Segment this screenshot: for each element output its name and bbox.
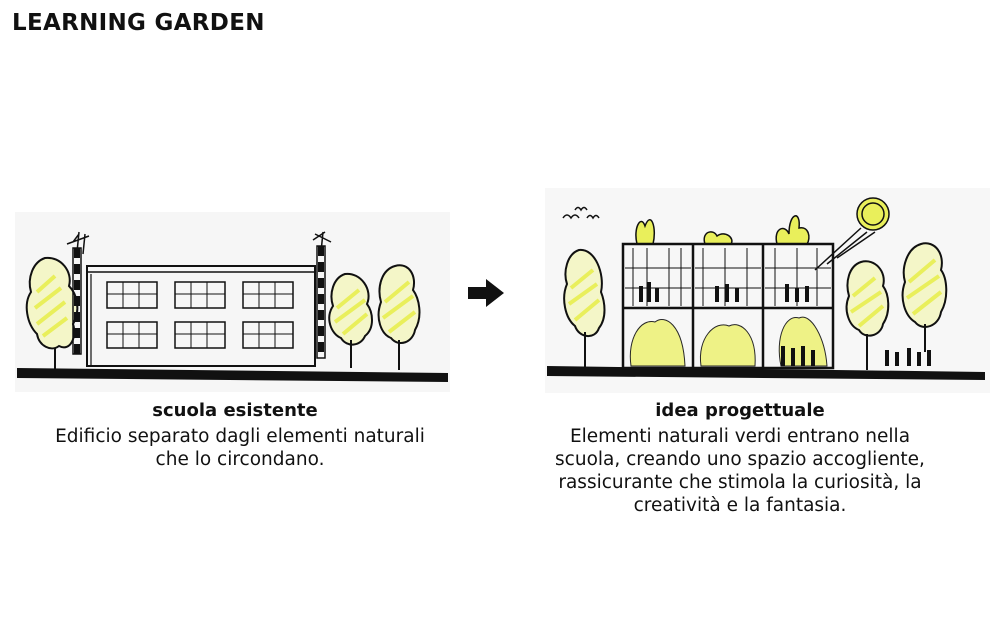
sun-icon <box>814 197 890 271</box>
design-idea-heading: idea progettuale <box>655 400 825 421</box>
ground-line <box>17 368 448 382</box>
interior-greenery <box>629 316 828 367</box>
school-building <box>86 265 316 367</box>
design-idea-description: Elementi naturali verdi entrano nella sc… <box>555 426 925 516</box>
ground-line <box>547 366 985 380</box>
tree-left <box>25 256 79 370</box>
tree-right-1 <box>328 272 373 368</box>
arrow-right-icon <box>468 279 504 307</box>
pillar-right <box>312 231 332 359</box>
roof-greenery <box>635 215 810 245</box>
existing-school-description: Edificio separato dagli elementi natural… <box>55 426 425 470</box>
tree-right-1 <box>845 260 890 370</box>
tree-right-2 <box>377 264 421 370</box>
glass-school-building <box>621 242 835 370</box>
existing-school-heading: scuola esistente <box>152 400 318 421</box>
tree-right-2 <box>901 242 948 352</box>
pillar-left <box>66 231 90 355</box>
birds <box>562 206 600 220</box>
outdoor-children <box>885 348 931 366</box>
existing-school-sketch <box>15 212 450 392</box>
tree-left <box>563 248 606 368</box>
design-idea-sketch <box>545 188 990 393</box>
children-figures <box>639 282 815 366</box>
page-title: LEARNING GARDEN <box>12 10 265 36</box>
